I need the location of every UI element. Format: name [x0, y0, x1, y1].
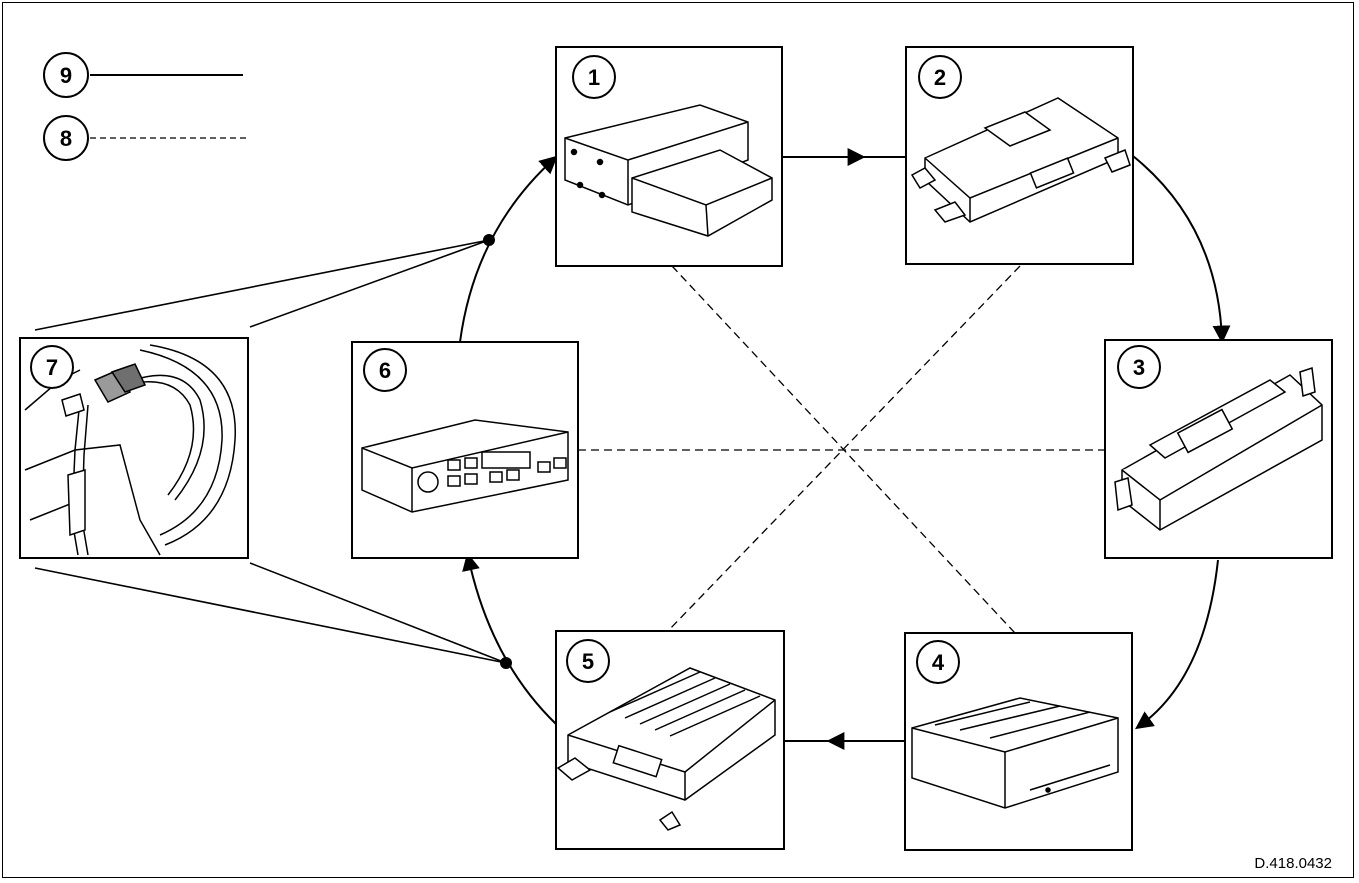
harness-connector-icon	[24, 344, 236, 556]
component-6-number: 6	[379, 358, 391, 383]
link-6-1	[459, 155, 558, 343]
component-3-number: 3	[1133, 355, 1145, 380]
component-1-number: 1	[588, 65, 600, 90]
legend-number-solid: 9	[60, 63, 72, 88]
legend-item-solid: 9	[43, 52, 243, 98]
component-2: 2	[905, 46, 1134, 265]
link-5-6	[462, 552, 557, 725]
link-2-3	[1132, 155, 1231, 344]
component-4-number: 4	[932, 650, 945, 675]
legend: 9 8	[43, 52, 248, 161]
component-7: 7	[19, 337, 249, 559]
control-module-icon	[910, 97, 1131, 223]
audio-head-unit-icon	[361, 419, 569, 513]
component-1: 1	[555, 46, 783, 267]
dashed-connections	[578, 265, 1105, 634]
link-3-4	[1135, 559, 1219, 730]
component-2-number: 2	[934, 65, 946, 90]
component-4: 4	[904, 632, 1133, 851]
component-5-number: 5	[582, 649, 594, 674]
legend-item-dashed: 8	[43, 115, 248, 161]
navigation-unit-icon	[911, 697, 1119, 809]
amplifier-icon	[556, 667, 776, 831]
callout-lines	[34, 239, 507, 664]
junction-dot-lower	[500, 657, 512, 669]
component-7-number: 7	[46, 355, 58, 380]
component-5: 5	[555, 630, 785, 850]
display-module-icon	[1114, 366, 1323, 531]
dashed-link-2-5	[667, 265, 1021, 632]
legend-number-dashed: 8	[60, 126, 72, 151]
reference-code: D.418.0432	[1254, 855, 1332, 872]
component-6: 6	[351, 341, 579, 559]
cd-changer-icon	[564, 104, 773, 237]
junction-dot-upper	[483, 234, 495, 246]
component-3: 3	[1104, 339, 1333, 559]
